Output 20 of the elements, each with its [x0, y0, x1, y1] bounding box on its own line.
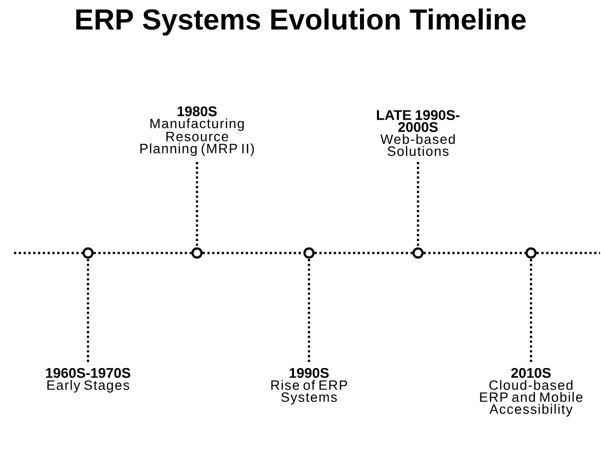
timeline-segment: [314, 252, 412, 254]
timeline-point: [191, 247, 203, 259]
title: ERP Systems Evolution Timeline: [76, 8, 526, 36]
timeline-point: [303, 247, 315, 259]
milestone-text: 1980S Manufacturing Resource Planning (MRP II): [140, 106, 254, 156]
timeline-segment: [94, 252, 192, 254]
timeline-point: [412, 247, 424, 259]
milestone-text: 2010S Cloud-based ERP and Mobile Accessibility: [480, 368, 582, 417]
leader-line: [530, 258, 532, 362]
timeline-segment: [424, 252, 526, 254]
milestone-text: 1960S-1970S Early Stages: [46, 368, 130, 393]
timeline-point: [525, 247, 537, 259]
timeline-segment: [202, 252, 304, 254]
leader-line: [308, 258, 310, 362]
leader-line: [416, 162, 420, 248]
leader-line: [86, 258, 90, 362]
leader-line: [196, 162, 198, 248]
milestone-text: LATE 1990S-2000S Web-based Solutions: [376, 110, 460, 156]
timeline-point: [82, 247, 94, 259]
milestone-text: 1990S Rise of ERP Systems: [271, 368, 348, 405]
